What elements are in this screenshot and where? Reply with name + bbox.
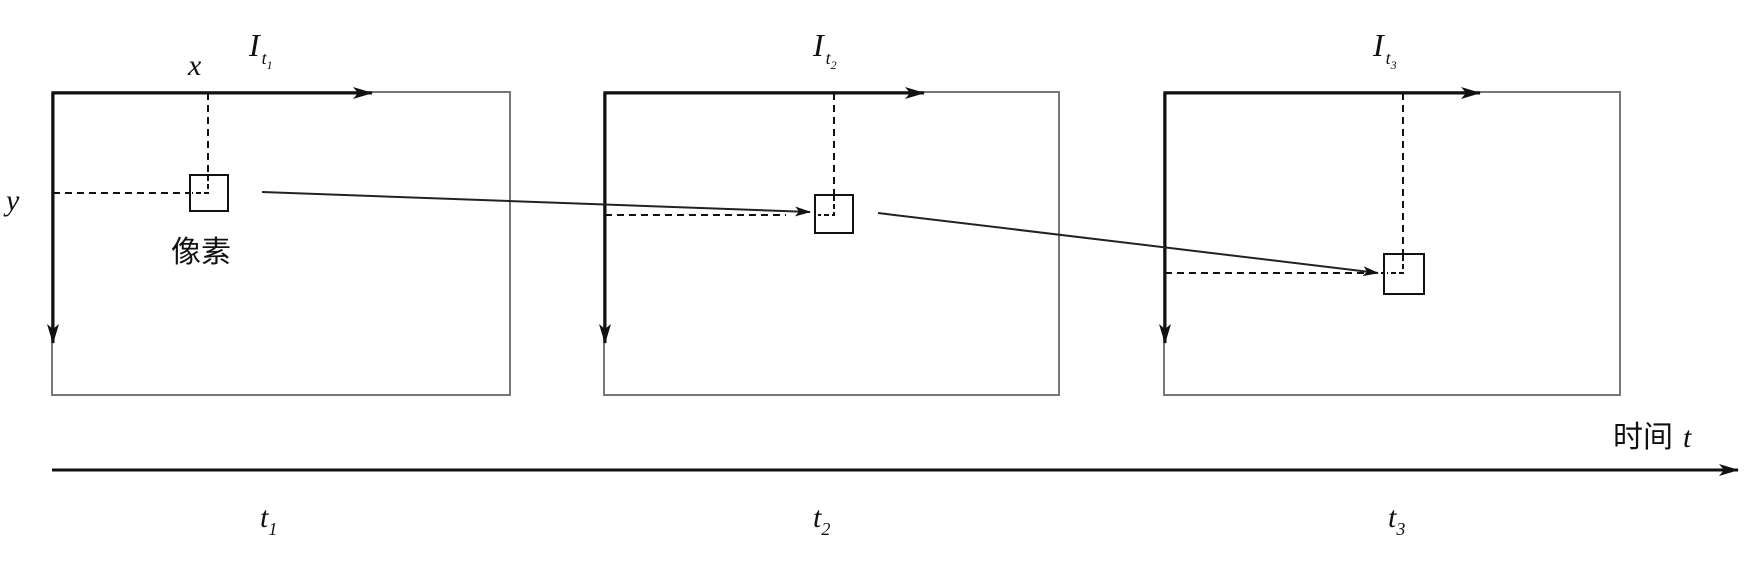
frame-2-border <box>603 91 1060 396</box>
frame-2-pixel-corner <box>818 196 835 216</box>
motion-arrow-1-to-2 <box>261 191 811 217</box>
frame-2-pixel-box <box>814 194 854 234</box>
time-tick-2: t2 <box>813 501 830 539</box>
frame-1-pixel-box <box>189 174 229 212</box>
pixel-label: 像素 <box>171 235 231 270</box>
frame-3-pixel-box <box>1383 253 1425 295</box>
y-axis-label: y <box>3 184 20 217</box>
x-axis-label: x <box>187 49 202 82</box>
time-tick-3: t3 <box>1388 501 1405 539</box>
time-tick-1: t1 <box>260 501 277 539</box>
frame-3-pixel-corner <box>1387 256 1404 274</box>
frame-3-border <box>1163 91 1621 396</box>
frame-1-pixel-corner <box>192 176 209 194</box>
motion-arrow-2-to-3 <box>877 212 1379 277</box>
frame-1-border <box>51 91 511 396</box>
